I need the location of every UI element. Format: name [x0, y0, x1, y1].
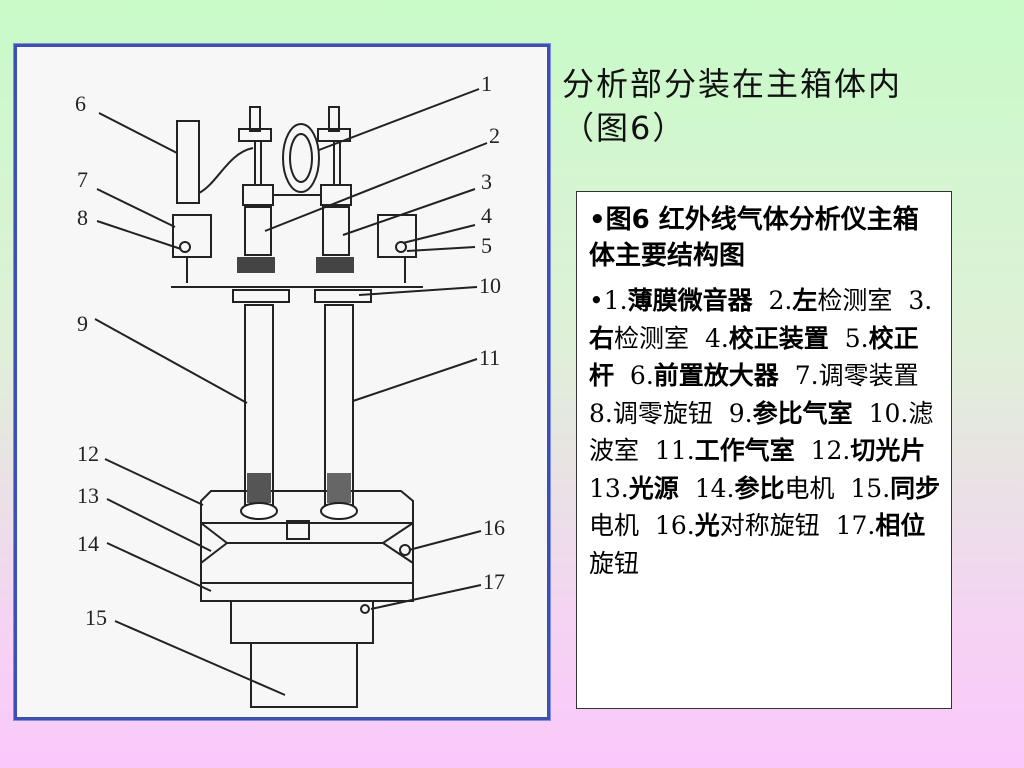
label-4: 4 [481, 203, 492, 228]
part-zero-adjust [172, 214, 212, 258]
part-number: 8. [589, 398, 613, 428]
part-item: 11.工作气室 [655, 436, 795, 465]
part-name-bold: 参比气室 [752, 398, 853, 428]
caption-box: •图6 红外线气体分析仪主箱体主要结构图 •1.薄膜微音器 2.左检测室 3.右… [576, 191, 952, 709]
part-item: 10.滤波室 [589, 399, 933, 466]
label-8: 8 [77, 205, 88, 230]
part-name-bold: 切光片 [850, 436, 926, 465]
part-item: 16.光对称旋钮 [655, 511, 820, 540]
part-item: 8.调零旋钮 [589, 399, 713, 428]
part-name: 电机 [784, 473, 835, 503]
part-number: 11. [654, 436, 695, 465]
part-number: 9. [728, 398, 753, 428]
part-name: 电机 [589, 511, 640, 540]
part-number: 7. [794, 361, 819, 390]
part-item: 12.切光片 [811, 436, 926, 465]
label-14: 14 [77, 531, 99, 556]
label-2: 2 [489, 123, 500, 148]
part-name: 旋钮 [589, 548, 640, 578]
part-item: 5.校正杆 [589, 324, 919, 391]
part-item: 14.参比电机 [695, 474, 835, 503]
part-item: 7.调零装置 [795, 361, 919, 390]
part-name-bold: 右 [589, 323, 615, 353]
part-name: 对称旋钮 [719, 511, 820, 540]
part-left-rod-top [249, 106, 261, 132]
part-name-bold: 校正杆 [589, 323, 919, 391]
part-name-bold: 同步 [890, 473, 941, 503]
part-number: 6. [629, 361, 654, 390]
part-calibration [377, 214, 417, 258]
part-name: 滤波室 [589, 398, 934, 466]
part-item: 9.参比气室 [729, 399, 853, 428]
label-6: 6 [75, 91, 86, 116]
part-name: 检测室 [614, 323, 690, 353]
part-item: 1.薄膜微音器 [604, 286, 753, 315]
part-number: 14. [694, 473, 735, 503]
label-1: 1 [481, 71, 492, 96]
label-17: 17 [483, 569, 505, 594]
label-9: 9 [77, 311, 88, 336]
caption-bullet: • [589, 286, 604, 315]
label-11: 11 [479, 345, 500, 370]
part-name-bold: 左 [792, 286, 818, 315]
part-sync-motor [250, 642, 358, 708]
label-12: 12 [77, 441, 99, 466]
part-number: 3. [908, 286, 933, 315]
caption-heading: •图6 红外线气体分析仪主箱体主要结构图 [589, 205, 919, 271]
label-3: 3 [481, 169, 492, 194]
part-item: 3.右检测室 [589, 286, 932, 353]
part-name-bold: 校正装置 [728, 323, 829, 353]
part-film-microphone [282, 123, 320, 193]
part-name-bold: 光 [694, 511, 720, 540]
label-5: 5 [481, 233, 492, 258]
part-housing [200, 490, 414, 602]
part-name-bold: 相位 [875, 511, 926, 540]
analyzer-structure-diagram: 1 2 3 4 5 6 7 8 9 10 11 12 13 14 15 16 1… [13, 43, 551, 721]
part-item: 15.同步电机 [589, 474, 940, 541]
part-name-bold: 工作气室 [694, 436, 795, 465]
part-number: 1. [603, 286, 628, 315]
part-item: 6.前置放大器 [630, 361, 779, 390]
label-13: 13 [77, 483, 99, 508]
part-item: 13.光源 [589, 474, 679, 503]
part-number: 2. [768, 286, 793, 315]
part-name-bold: 前置放大器 [653, 361, 779, 390]
label-7: 7 [77, 167, 88, 192]
part-name-bold: 参比 [734, 473, 785, 503]
diagram-drawing: 1 2 3 4 5 6 7 8 9 10 11 12 13 14 15 16 1… [75, 71, 505, 708]
part-preamplifier [176, 120, 200, 204]
label-16: 16 [483, 515, 505, 540]
part-item: 17.相位旋钮 [589, 511, 925, 578]
part-number: 17. [835, 511, 876, 540]
title-line-1: 分析部分装在主箱体内 [562, 65, 903, 103]
part-right-detector [322, 206, 350, 256]
label-10: 10 [479, 273, 501, 298]
part-item: 4.校正装置 [705, 324, 829, 353]
part-number: 12. [810, 436, 851, 465]
caption-parts-list: •1.薄膜微音器 2.左检测室 3.右检测室 4.校正装置 5.校正杆 6.前置… [589, 282, 943, 582]
part-number: 13. [589, 473, 629, 503]
part-number: 10. [868, 398, 909, 428]
part-name: 检测室 [817, 286, 893, 315]
label-15: 15 [85, 605, 107, 630]
part-name-bold: 薄膜微音器 [627, 286, 753, 315]
title-line-2: （图6） [562, 109, 687, 147]
part-name: 调零旋钮 [612, 398, 713, 428]
part-left-detector [244, 206, 272, 256]
part-number: 15. [850, 473, 891, 503]
part-number: 5. [844, 323, 869, 353]
part-name: 调零装置 [818, 361, 919, 390]
part-item: 2.左检测室 [769, 286, 893, 315]
slide-title: 分析部分装在主箱体内 （图6） [562, 62, 1002, 150]
part-number: 16. [654, 511, 695, 540]
part-number: 4. [704, 323, 729, 353]
part-name-bold: 光源 [628, 473, 679, 503]
